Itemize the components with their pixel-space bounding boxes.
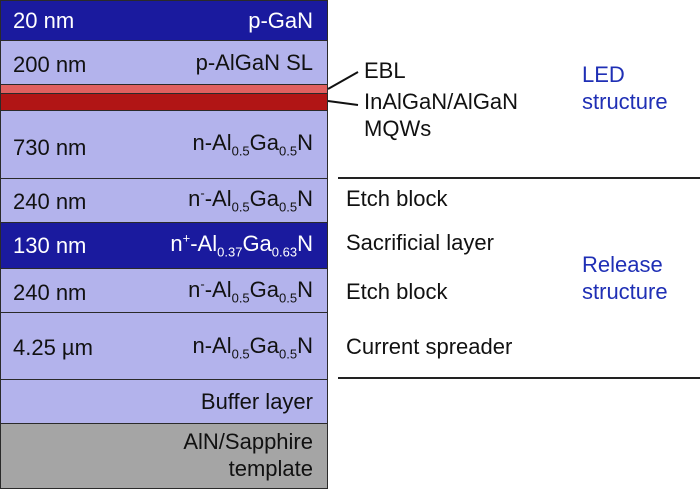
material-label: n-Al0.5Ga0.5N xyxy=(192,130,313,159)
layer-etch-block-top: 240 nm n--Al0.5Ga0.5N xyxy=(1,179,327,223)
divider-top xyxy=(338,177,700,179)
material-label-line2: template xyxy=(228,456,313,481)
layer-buffer: Buffer layer xyxy=(1,380,327,424)
layer-current-spreader: 4.25 µm n-Al0.5Ga0.5N xyxy=(1,313,327,380)
led-structure-label-line2: structure xyxy=(582,89,668,114)
layer-ebl xyxy=(1,85,327,94)
thickness-label: 240 nm xyxy=(13,189,87,214)
layer-stack: 20 nm p-GaN 200 nm p-AlGaN SL 730 nm n-A… xyxy=(0,0,328,489)
mqw-leader-line xyxy=(327,100,359,106)
material-label: Buffer layer xyxy=(200,389,313,414)
mqw-label-line2: MQWs xyxy=(364,116,432,141)
led-structure-label-line1: LED xyxy=(582,62,625,87)
current-spreader-label: Current spreader xyxy=(346,334,513,359)
layer-etch-block-bottom: 240 nm n--Al0.5Ga0.5N xyxy=(1,269,327,313)
sacrificial-layer-label: Sacrificial layer xyxy=(346,230,494,255)
mqw-label-line1: InAlGaN/AlGaN xyxy=(364,89,519,114)
material-label: n+-Al0.37Ga0.63N xyxy=(170,230,313,260)
layer-aln-sapphire-template: AlN/Sapphire template xyxy=(1,424,327,488)
ebl-label: EBL xyxy=(364,58,406,83)
layer-sacrificial: 130 nm n+-Al0.37Ga0.63N xyxy=(1,223,327,269)
material-label: p-AlGaN SL xyxy=(195,50,313,75)
release-structure-label-line2: structure xyxy=(582,279,668,304)
thickness-label: 730 nm xyxy=(13,135,87,160)
etch-block-top-label: Etch block xyxy=(346,186,448,211)
layer-n-algan-730: 730 nm n-Al0.5Ga0.5N xyxy=(1,111,327,179)
thickness-label: 130 nm xyxy=(13,233,87,258)
layer-p-gan: 20 nm p-GaN xyxy=(1,1,327,41)
divider-bottom xyxy=(338,377,700,379)
etch-block-bottom-label: Etch block xyxy=(346,279,448,304)
release-structure-label-line1: Release xyxy=(582,252,663,277)
thickness-label: 4.25 µm xyxy=(13,335,93,360)
layer-mqw xyxy=(1,94,327,111)
thickness-label: 240 nm xyxy=(13,280,87,305)
material-label: n--Al0.5Ga0.5N xyxy=(188,276,313,306)
material-label: p-GaN xyxy=(248,8,313,33)
material-label: n--Al0.5Ga0.5N xyxy=(188,185,313,215)
thickness-label: 200 nm xyxy=(13,52,87,77)
layer-p-algan-sl: 200 nm p-AlGaN SL xyxy=(1,41,327,85)
material-label: n-Al0.5Ga0.5N xyxy=(192,333,313,362)
ebl-leader-line xyxy=(327,71,359,90)
thickness-label: 20 nm xyxy=(13,8,75,33)
material-label-line1: AlN/Sapphire xyxy=(183,429,313,454)
